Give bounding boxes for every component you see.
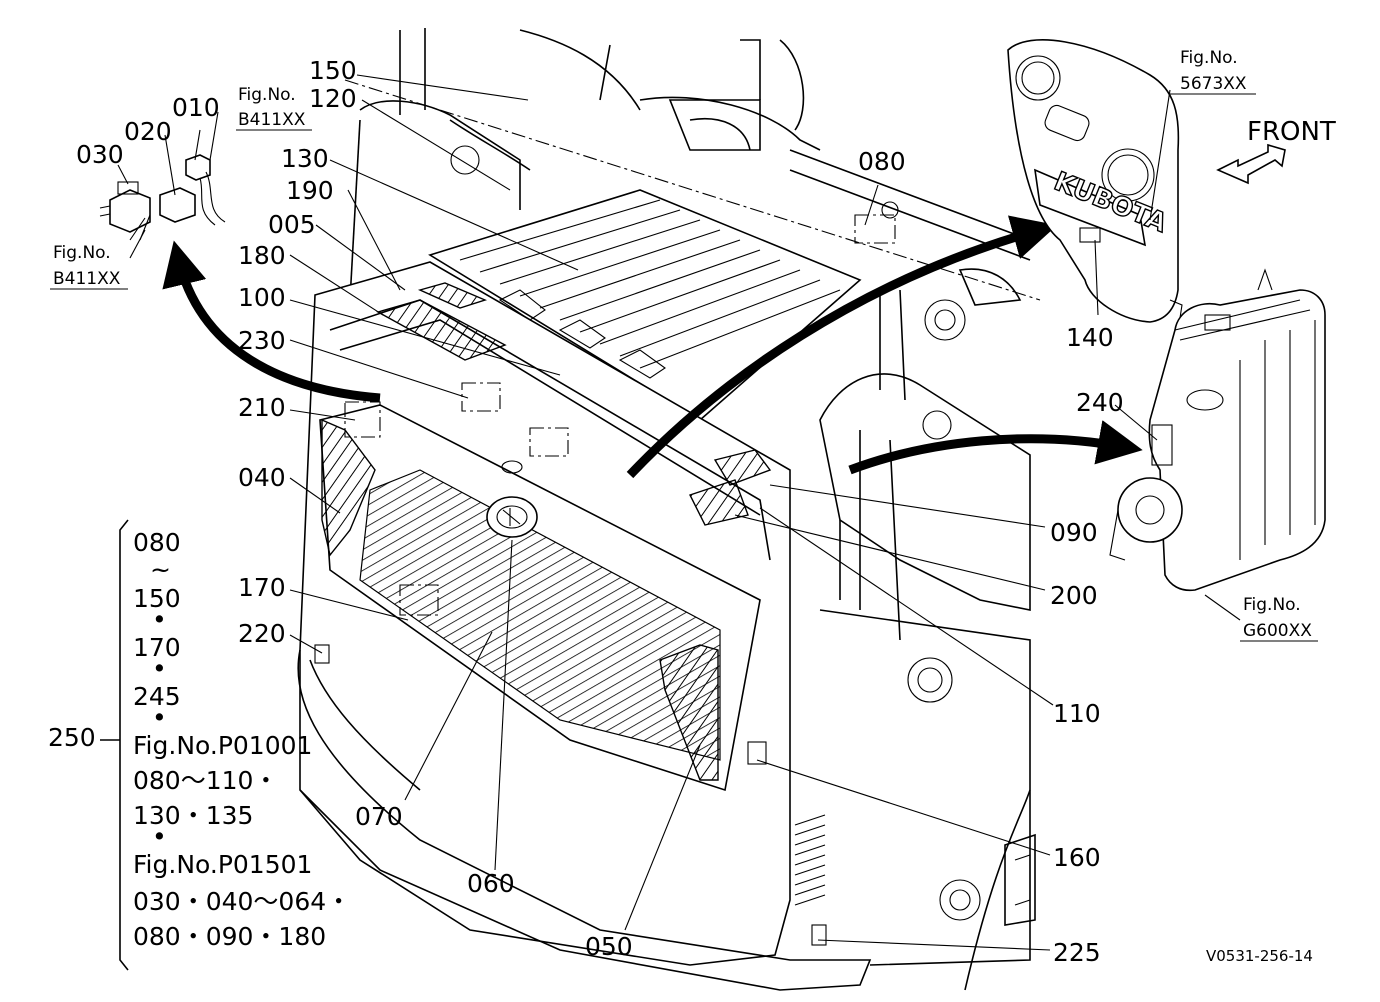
label-080: 080 [858, 147, 906, 176]
arrow-to-hood [626, 215, 1058, 479]
label-100: 100 [238, 283, 286, 312]
ref-5673-title: Fig.No. [1180, 48, 1238, 68]
arrow-to-tank [848, 420, 1143, 475]
label-030: 030 [76, 140, 124, 169]
set-list-line-3: 150 [133, 584, 181, 613]
label-070: 070 [355, 802, 403, 831]
set-list-line-2: ~ [150, 555, 171, 584]
set-list-line-5: 170 [133, 633, 181, 662]
label-090: 090 [1050, 518, 1098, 547]
label-250: 250 [48, 723, 96, 752]
set-list-line-10: 080～110・ [133, 766, 278, 795]
arrow-to-connector [162, 240, 381, 403]
set-list-line-14: 030・040～064・ [133, 887, 351, 916]
ref-b411-top-code: B411XX [238, 110, 306, 130]
label-150: 150 [309, 56, 357, 85]
label-110: 110 [1053, 699, 1101, 728]
label-140: 140 [1066, 323, 1114, 352]
rear-cover [297, 261, 872, 991]
label-230: 230 [238, 326, 286, 355]
ref-b411-top-title: Fig.No. [238, 85, 296, 105]
label-170: 170 [238, 573, 286, 602]
label-130: 130 [281, 144, 329, 173]
drawing-code: V0531-256-14 [1206, 947, 1313, 965]
label-060: 060 [467, 869, 515, 898]
ref-g600-code: G600XX [1243, 621, 1312, 641]
ref-g600-title: Fig.No. [1243, 595, 1301, 615]
label-160: 160 [1053, 843, 1101, 872]
connector-parts [99, 154, 226, 241]
set-list-line-1: 080 [133, 528, 181, 557]
label-020: 020 [124, 117, 172, 146]
ref-5673-code: 5673XX [1180, 74, 1247, 94]
set-list-line-15: 080・090・180 [133, 922, 326, 951]
ref-b411-left-code: B411XX [53, 269, 121, 289]
upper-frame [344, 28, 1041, 401]
set-list: 080 ~ 150 • 170 • 245 • Fig.No.P01001 08… [133, 528, 351, 951]
set-list-line-13: Fig.No.P01501 [133, 850, 312, 879]
set-list-line-7: 245 [133, 682, 181, 711]
leader-lines [100, 74, 1241, 971]
set-list-line-12: • [152, 822, 167, 851]
label-040: 040 [238, 463, 286, 492]
front-indicator: FRONT [1216, 117, 1336, 185]
fuel-tank [1109, 268, 1326, 592]
set-list-line-11: 130・135 [133, 801, 253, 830]
set-list-line-8: • [152, 703, 167, 732]
label-050: 050 [585, 932, 633, 961]
label-200: 200 [1050, 581, 1098, 610]
figure-references: Fig.No. B411XX Fig.No. B411XX Fig.No. 56… [50, 48, 1318, 642]
side-louvre [794, 814, 826, 906]
radiator-panel [428, 189, 862, 421]
label-220: 220 [238, 619, 286, 648]
set-list-line-4: • [152, 605, 167, 634]
label-240: 240 [1076, 388, 1124, 417]
hood-panel: KUBOTA [1007, 39, 1183, 323]
ref-b411-left-title: Fig.No. [53, 243, 111, 263]
label-210: 210 [238, 393, 286, 422]
label-190: 190 [286, 176, 334, 205]
label-010: 010 [172, 93, 220, 122]
label-005: 005 [268, 210, 316, 239]
label-120: 120 [309, 84, 357, 113]
label-180: 180 [238, 241, 286, 270]
set-list-line-9: Fig.No.P01001 [133, 731, 312, 760]
front-label: FRONT [1247, 117, 1336, 147]
set-list-line-6: • [152, 654, 167, 683]
part-labels: 150 120 130 190 005 180 100 230 210 040 … [48, 56, 1124, 967]
label-225: 225 [1053, 938, 1101, 967]
